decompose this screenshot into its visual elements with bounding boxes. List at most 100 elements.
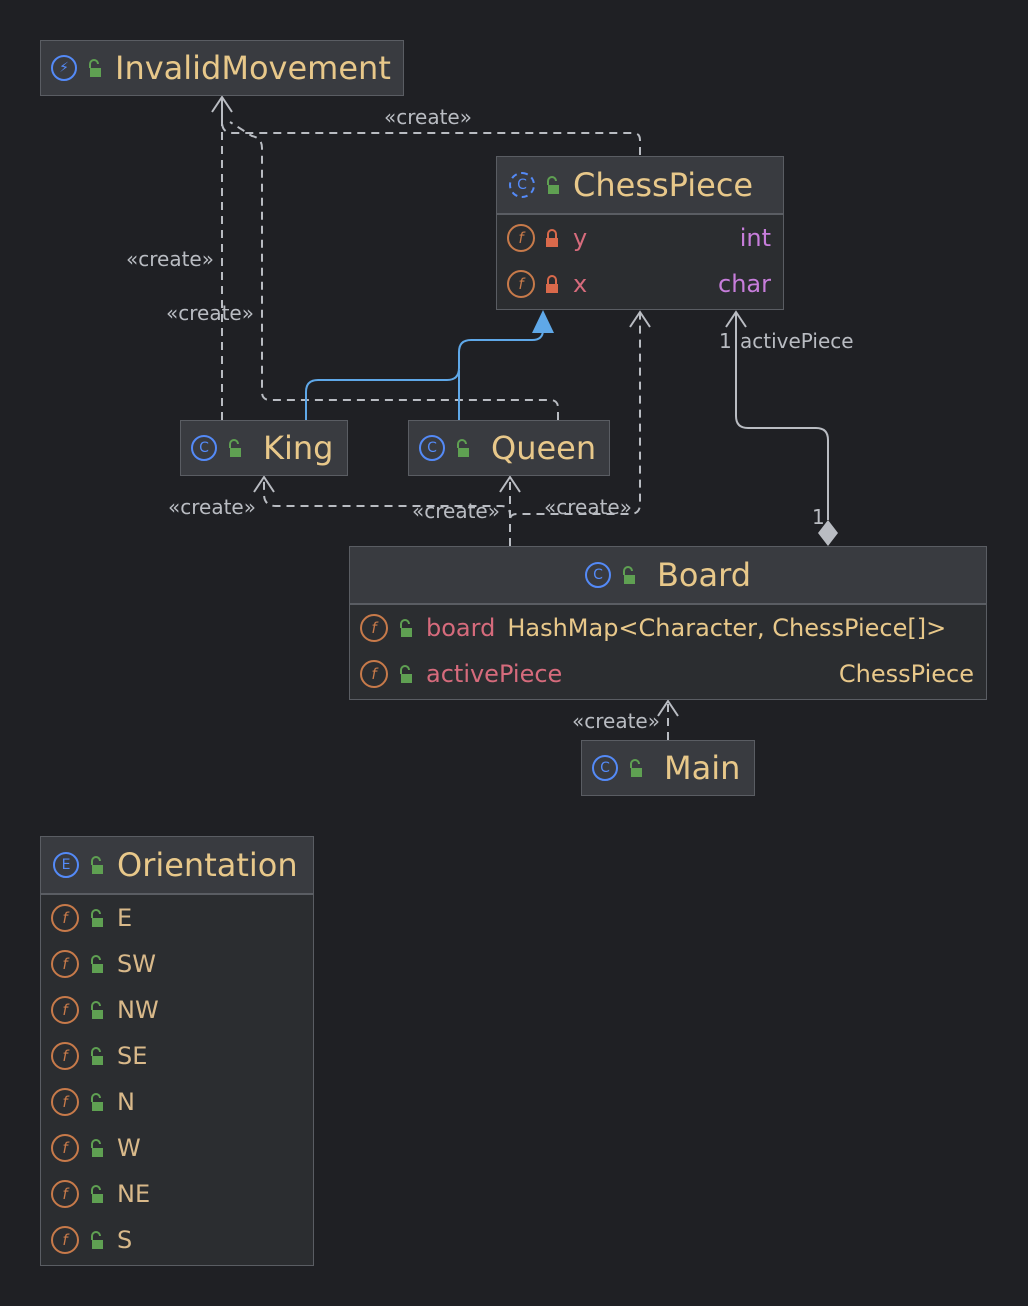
- create-label: «create»: [126, 247, 214, 271]
- public-visibility-icon: [91, 1047, 103, 1065]
- enum-constant-name: S: [117, 1226, 133, 1254]
- public-visibility-icon: [91, 909, 103, 927]
- edge-queen-creates-invalidmovement: [229, 121, 559, 420]
- field-icon: f: [507, 224, 535, 252]
- public-visibility-icon: [91, 1139, 103, 1157]
- public-visibility-icon: [400, 665, 412, 683]
- enum-constant-name: SW: [117, 950, 156, 978]
- create-label: «create»: [572, 709, 660, 733]
- field-icon: f: [360, 660, 388, 688]
- abstract-class-icon: C: [509, 172, 535, 198]
- inheritance-arrowhead: [532, 310, 554, 333]
- field-row[interactable]: f board HashMap<Character, ChessPiece[]>: [350, 605, 986, 651]
- field-type: char: [718, 270, 771, 298]
- class-icon: C: [592, 755, 618, 781]
- class-icon: C: [191, 435, 217, 461]
- enum-constant-name: NE: [117, 1180, 151, 1208]
- class-queen[interactable]: C Queen: [408, 420, 610, 476]
- field-row[interactable]: f y int: [497, 215, 783, 261]
- class-name: Queen: [491, 429, 597, 467]
- field-name: activePiece: [426, 660, 563, 688]
- class-name: InvalidMovement: [115, 49, 391, 87]
- enum-constant-row[interactable]: f W: [41, 1125, 313, 1171]
- enum-constant-name: W: [117, 1134, 141, 1162]
- create-label: «create»: [166, 301, 254, 325]
- create-arrowhead-king: [253, 475, 275, 493]
- create-arrowhead-queen: [499, 475, 521, 493]
- multiplicity-label: 1: [812, 505, 825, 529]
- class-chesspiece[interactable]: C ChessPiece f y int f x char: [496, 156, 784, 310]
- public-visibility-icon: [229, 439, 241, 457]
- field-icon: f: [51, 1088, 79, 1116]
- private-visibility-icon: [546, 275, 558, 293]
- field-name: board: [426, 614, 496, 642]
- inherit-king-chesspiece: [305, 329, 544, 420]
- private-visibility-icon: [546, 229, 558, 247]
- field-type: HashMap<Character, ChessPiece[]>: [507, 614, 947, 642]
- public-visibility-icon: [91, 856, 103, 874]
- enum-constant-name: SE: [117, 1042, 148, 1070]
- multiplicity-label: 1: [719, 329, 732, 353]
- exception-icon: ⚡: [51, 55, 77, 81]
- enum-constant-name: NW: [117, 996, 159, 1024]
- class-name: Board: [656, 556, 752, 594]
- create-label: «create»: [544, 495, 632, 519]
- role-label: activePiece: [740, 329, 854, 353]
- class-icon: C: [419, 435, 445, 461]
- field-icon: f: [51, 950, 79, 978]
- public-visibility-icon: [622, 566, 635, 584]
- public-visibility-icon: [91, 1231, 103, 1249]
- class-name: King: [263, 429, 334, 467]
- field-icon: f: [51, 904, 79, 932]
- class-name: ChessPiece: [573, 166, 754, 204]
- public-visibility-icon: [91, 1093, 103, 1111]
- enum-constant-row[interactable]: f NE: [41, 1171, 313, 1217]
- class-invalidmovement[interactable]: ⚡ InvalidMovement: [40, 40, 404, 96]
- class-name: Orientation: [117, 846, 298, 884]
- field-icon: f: [51, 1180, 79, 1208]
- class-icon: C: [584, 562, 611, 588]
- class-main[interactable]: C Main: [581, 740, 755, 796]
- enum-constant-row[interactable]: f S: [41, 1217, 313, 1263]
- create-arrowhead-board: [657, 699, 679, 717]
- edge-chesspiece-creates-invalidmovement: [221, 98, 641, 155]
- public-visibility-icon: [547, 176, 559, 194]
- public-visibility-icon: [457, 439, 469, 457]
- enum-constant-row[interactable]: f E: [41, 895, 313, 941]
- field-icon: f: [51, 1226, 79, 1254]
- class-name: Main: [664, 749, 741, 787]
- create-label: «create»: [384, 105, 472, 129]
- field-name: y: [573, 224, 588, 252]
- enum-constant-row[interactable]: f NW: [41, 987, 313, 1033]
- edge-board-creates-chesspiece: [509, 312, 641, 546]
- association-line-board-activepiece: [735, 312, 829, 520]
- create-label: «create»: [168, 495, 256, 519]
- field-name: x: [573, 270, 588, 298]
- association-arrowhead-activepiece: [725, 310, 747, 328]
- enum-constant-name: N: [117, 1088, 135, 1116]
- public-visibility-icon: [630, 759, 642, 777]
- enum-icon: E: [53, 852, 79, 878]
- field-row[interactable]: f x char: [497, 261, 783, 307]
- field-icon: f: [51, 996, 79, 1024]
- class-board[interactable]: C Board f board HashMap<Character, Chess…: [349, 546, 987, 700]
- public-visibility-icon: [91, 1001, 103, 1019]
- public-visibility-icon: [91, 955, 103, 973]
- field-type: ChessPiece: [838, 660, 974, 688]
- enum-constant-row[interactable]: f N: [41, 1079, 313, 1125]
- public-visibility-icon: [91, 1185, 103, 1203]
- enum-constant-row[interactable]: f SW: [41, 941, 313, 987]
- field-icon: f: [507, 270, 535, 298]
- public-visibility-icon: [400, 619, 412, 637]
- field-icon: f: [360, 614, 388, 642]
- class-king[interactable]: C King: [180, 420, 348, 476]
- enum-orientation[interactable]: E Orientation f E f SW f NW f SE f N f W…: [40, 836, 314, 1266]
- field-icon: f: [51, 1134, 79, 1162]
- enum-constant-name: E: [117, 904, 133, 932]
- field-row[interactable]: f activePiece ChessPiece: [350, 651, 986, 697]
- create-arrowhead-chesspiece: [629, 310, 651, 328]
- enum-constant-row[interactable]: f SE: [41, 1033, 313, 1079]
- composition-diamond: [818, 520, 838, 546]
- field-icon: f: [51, 1042, 79, 1070]
